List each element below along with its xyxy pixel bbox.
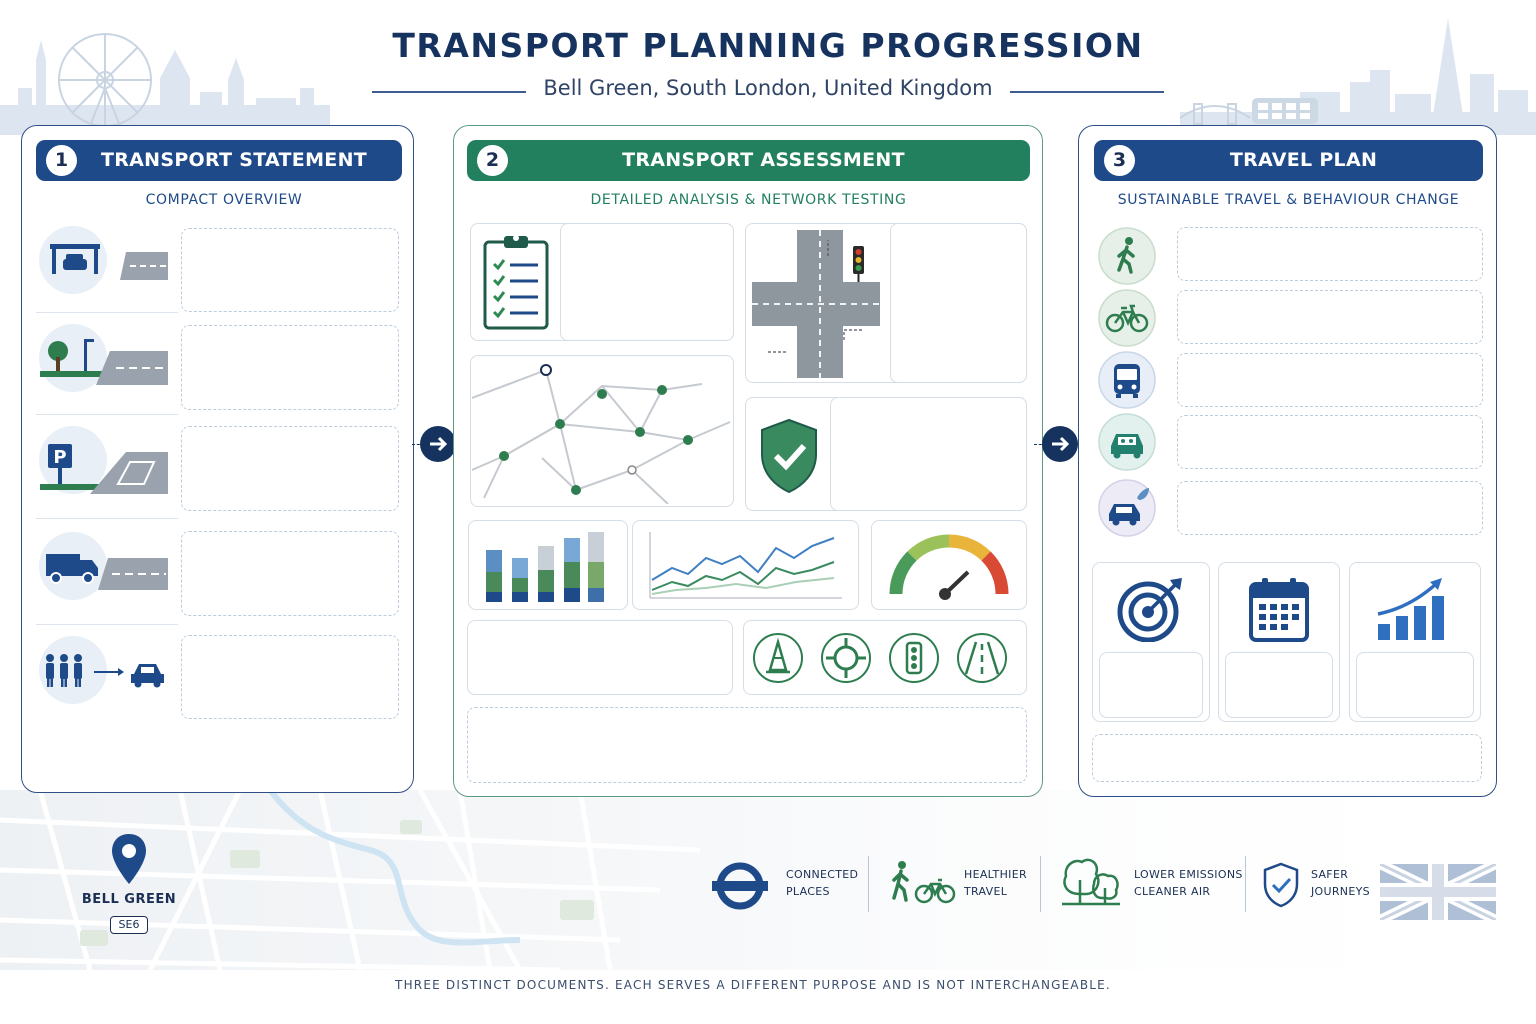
car-access-icon (50, 244, 168, 280)
location-name: BELL GREEN (81, 892, 177, 907)
union-flag-icon (1380, 864, 1496, 920)
benefit-line: CLEANER AIR (1134, 885, 1211, 898)
row-divider (36, 312, 178, 313)
benefit-divider (1245, 856, 1246, 912)
traffic-cone-icon (753, 633, 803, 683)
car-share-icon (1098, 413, 1156, 471)
next-step-arrow-1[interactable] (420, 426, 456, 462)
page-title: TRANSPORT PLANNING PROGRESSION (392, 26, 1144, 65)
row-divider (36, 518, 178, 519)
gauge-icon (889, 534, 1009, 600)
travel-row-box-5 (1177, 481, 1483, 535)
transport-assessment-banner: 2 TRANSPORT ASSESSMENT (467, 140, 1030, 181)
row-icon-circle (39, 324, 107, 392)
bar-chart-icon (486, 532, 604, 602)
benefit-line: CONNECTED (786, 868, 859, 881)
roundel-icon (712, 862, 768, 910)
transport-statement-tagline: COMPACT OVERVIEW (145, 192, 303, 208)
road-lanes-icon (957, 633, 1007, 683)
travel-row-box-4 (1177, 415, 1483, 469)
travel-plan-title: TRAVEL PLAN (1229, 149, 1378, 171)
target-text-box (1099, 652, 1203, 718)
street-road-icon (40, 339, 168, 385)
statement-row-box-4 (181, 531, 399, 616)
travel-plan-banner: 3 TRAVEL PLAN (1094, 140, 1483, 181)
benefit-healthier-travel: HEALTHIER TRAVEL (964, 866, 1027, 900)
safety-shield-icon (761, 418, 817, 494)
row-divider (36, 624, 178, 625)
transport-assessment-tagline: DETAILED ANALYSIS & NETWORK TESTING (590, 192, 907, 208)
travel-row-box-3 (1177, 353, 1483, 407)
step-number-3: 3 (1104, 145, 1135, 176)
transport-assessment-title: TRANSPORT ASSESSMENT (622, 149, 905, 171)
transport-statement-title: TRANSPORT STATEMENT (100, 149, 368, 171)
assessment-text-box (467, 620, 733, 695)
footer-note: THREE DISTINCT DOCUMENTS. EACH SERVES A … (395, 978, 1111, 992)
step-number-2: 2 (477, 145, 508, 176)
statement-row-box-5 (181, 635, 399, 719)
page-subtitle: Bell Green, South London, United Kingdom (543, 76, 993, 100)
travel-row-box-1 (1177, 227, 1483, 281)
trees-icon (1062, 858, 1120, 906)
line-chart-card (632, 520, 859, 610)
walk-cycle-icon (892, 861, 956, 904)
location-pin-icon (112, 834, 146, 884)
benefit-divider (1040, 856, 1041, 912)
arrow-right-icon (1052, 436, 1070, 452)
row-divider (36, 414, 178, 415)
benefit-lower-emissions: LOWER EMISSIONS CLEANER AIR (1134, 866, 1243, 900)
step-number-1: 1 (46, 145, 77, 176)
network-map-icon (472, 364, 731, 504)
subtitle-rule-right (1010, 91, 1164, 93)
traffic-light-icon (889, 633, 939, 683)
calendar-icon (1249, 578, 1309, 642)
junction-text-box (890, 223, 1027, 383)
arrow-right-icon (430, 436, 448, 452)
checklist-text-box (560, 223, 734, 341)
roundabout-icon (821, 633, 871, 683)
assessment-summary-box (467, 707, 1027, 783)
benefit-line: TRAVEL (964, 885, 1008, 898)
travel-plan-summary-box (1092, 734, 1482, 782)
calendar-text-box (1225, 652, 1333, 718)
postcode-badge: SE6 (110, 916, 148, 934)
benefit-line: LOWER EMISSIONS (1134, 868, 1243, 881)
line-chart-icon (649, 532, 842, 599)
walking-icon (1098, 227, 1156, 285)
bus-icon (1098, 351, 1156, 409)
benefit-connected-places: CONNECTED PLACES (786, 866, 858, 900)
statement-row-box-2 (181, 325, 399, 410)
people-to-car-icon (46, 654, 164, 688)
junction-icon (752, 230, 880, 378)
growth-chart-icon (1377, 578, 1444, 640)
statement-row-box-1 (181, 228, 399, 312)
shield-check-icon (1263, 862, 1299, 908)
safety-text-box (830, 397, 1027, 511)
subtitle-rule-left (372, 91, 526, 93)
london-skyline-graphic (0, 18, 1536, 135)
benefit-line: PLACES (786, 885, 830, 898)
benefit-line: JOURNEYS (1311, 885, 1370, 898)
benefit-line: HEALTHIER (964, 868, 1027, 881)
travel-row-box-2 (1177, 290, 1483, 344)
travel-plan-tagline: SUSTAINABLE TRAVEL & BEHAVIOUR CHANGE (1117, 192, 1460, 208)
bicycle-icon (1098, 289, 1156, 347)
checklist-icon (483, 235, 549, 330)
benefit-divider (868, 856, 869, 912)
growth-text-box (1356, 652, 1474, 718)
benefit-safer-journeys: SAFER JOURNEYS (1311, 866, 1370, 900)
street-map-background (0, 790, 1536, 970)
benefit-line: SAFER (1311, 868, 1349, 881)
next-step-arrow-2[interactable] (1042, 426, 1078, 462)
parking-icon: P (40, 444, 168, 494)
electric-car-icon (1098, 479, 1156, 537)
transport-statement-banner: 1 TRANSPORT STATEMENT (36, 140, 402, 181)
statement-row-box-3 (181, 426, 399, 511)
target-icon (1117, 578, 1182, 642)
svg-text:P: P (53, 447, 66, 468)
delivery-truck-icon (46, 554, 168, 590)
